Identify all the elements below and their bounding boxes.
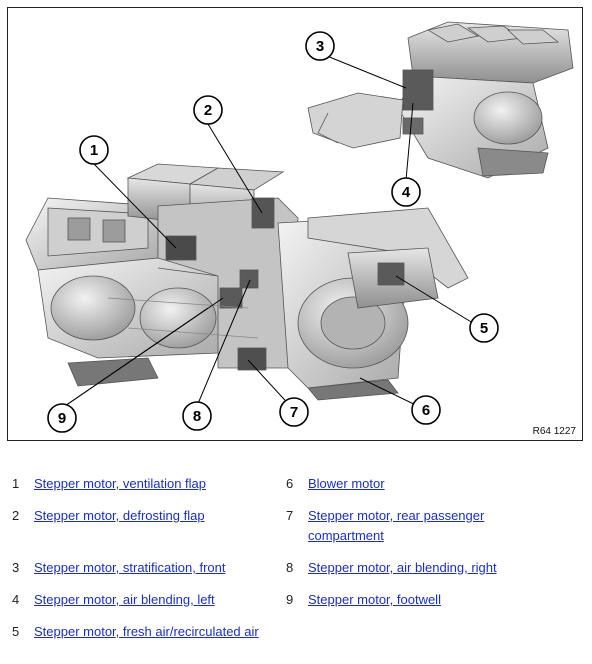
figure-reference-code: R64 1227	[532, 426, 576, 437]
callout-leader-lines	[61, 53, 482, 411]
callout-2: 2	[193, 95, 223, 125]
callout-6: 6	[411, 395, 441, 425]
legend-item-9: 9 Stepper motor, footwell	[286, 590, 586, 610]
legend-link-defrosting-flap[interactable]: Stepper motor, defrosting flap	[34, 508, 205, 523]
legend-link-fresh-air-recirculated[interactable]: Stepper motor, fresh air/recirculated ai…	[34, 624, 259, 639]
hvac-illustration: 1 2 3 4 5 6 7 8	[25, 21, 574, 433]
callout-5-label: 5	[480, 320, 488, 337]
legend-item-6: 6 Blower motor	[286, 474, 586, 494]
legend-number: 8	[286, 560, 294, 575]
callout-7-label: 7	[290, 404, 298, 421]
legend-number: 4	[12, 592, 20, 607]
legend-link-air-blending-left[interactable]: Stepper motor, air blending, left	[34, 592, 215, 607]
legend-link-air-blending-right[interactable]: Stepper motor, air blending, right	[308, 560, 497, 575]
legend-number: 1	[12, 476, 20, 491]
callout-6-label: 6	[422, 402, 430, 419]
legend-number: 2	[12, 508, 20, 523]
legend-number: 5	[12, 624, 20, 639]
callout-8: 8	[182, 401, 212, 431]
legend-link-ventilation-flap[interactable]: Stepper motor, ventilation flap	[34, 476, 206, 491]
callout-5: 5	[469, 313, 499, 343]
callout-1: 1	[79, 135, 109, 165]
hvac-unit-figure: 1 2 3 4 5 6 7 8	[7, 7, 583, 441]
main-housing-drawing	[25, 163, 469, 401]
legend-link-blower-motor[interactable]: Blower motor	[308, 476, 385, 491]
callout-3-label: 3	[316, 38, 324, 55]
legend-item-3: 3 Stepper motor, stratification, front	[12, 558, 282, 578]
callout-3: 3	[305, 31, 335, 61]
legend-link-rear-passenger[interactable]: Stepper motor, rear passenger compartmen…	[308, 508, 485, 543]
callout-8-label: 8	[193, 408, 201, 425]
callout-1-label: 1	[90, 142, 98, 159]
callout-9: 9	[47, 403, 77, 433]
legend-number: 9	[286, 592, 294, 607]
callout-2-label: 2	[204, 102, 212, 119]
legend-item-2: 2 Stepper motor, defrosting flap	[12, 506, 282, 526]
legend-number: 3	[12, 560, 20, 575]
callout-9-label: 9	[58, 410, 66, 427]
legend-link-footwell[interactable]: Stepper motor, footwell	[308, 592, 441, 607]
legend-item-5: 5 Stepper motor, fresh air/recirculated …	[12, 622, 282, 642]
callout-4: 4	[391, 177, 421, 207]
callout-4-label: 4	[402, 184, 411, 201]
legend-item-7: 7 Stepper motor, rear passenger compartm…	[286, 506, 586, 546]
legend-item-1: 1 Stepper motor, ventilation flap	[12, 474, 282, 494]
legend-item-8: 8 Stepper motor, air blending, right	[286, 558, 586, 578]
legend-link-stratification-front[interactable]: Stepper motor, stratification, front	[34, 560, 226, 575]
legend-number: 7	[286, 508, 294, 523]
legend-item-4: 4 Stepper motor, air blending, left	[12, 590, 282, 610]
callout-7: 7	[279, 397, 309, 427]
legend-number: 6	[286, 476, 294, 491]
inset-housing-drawing	[307, 21, 574, 179]
